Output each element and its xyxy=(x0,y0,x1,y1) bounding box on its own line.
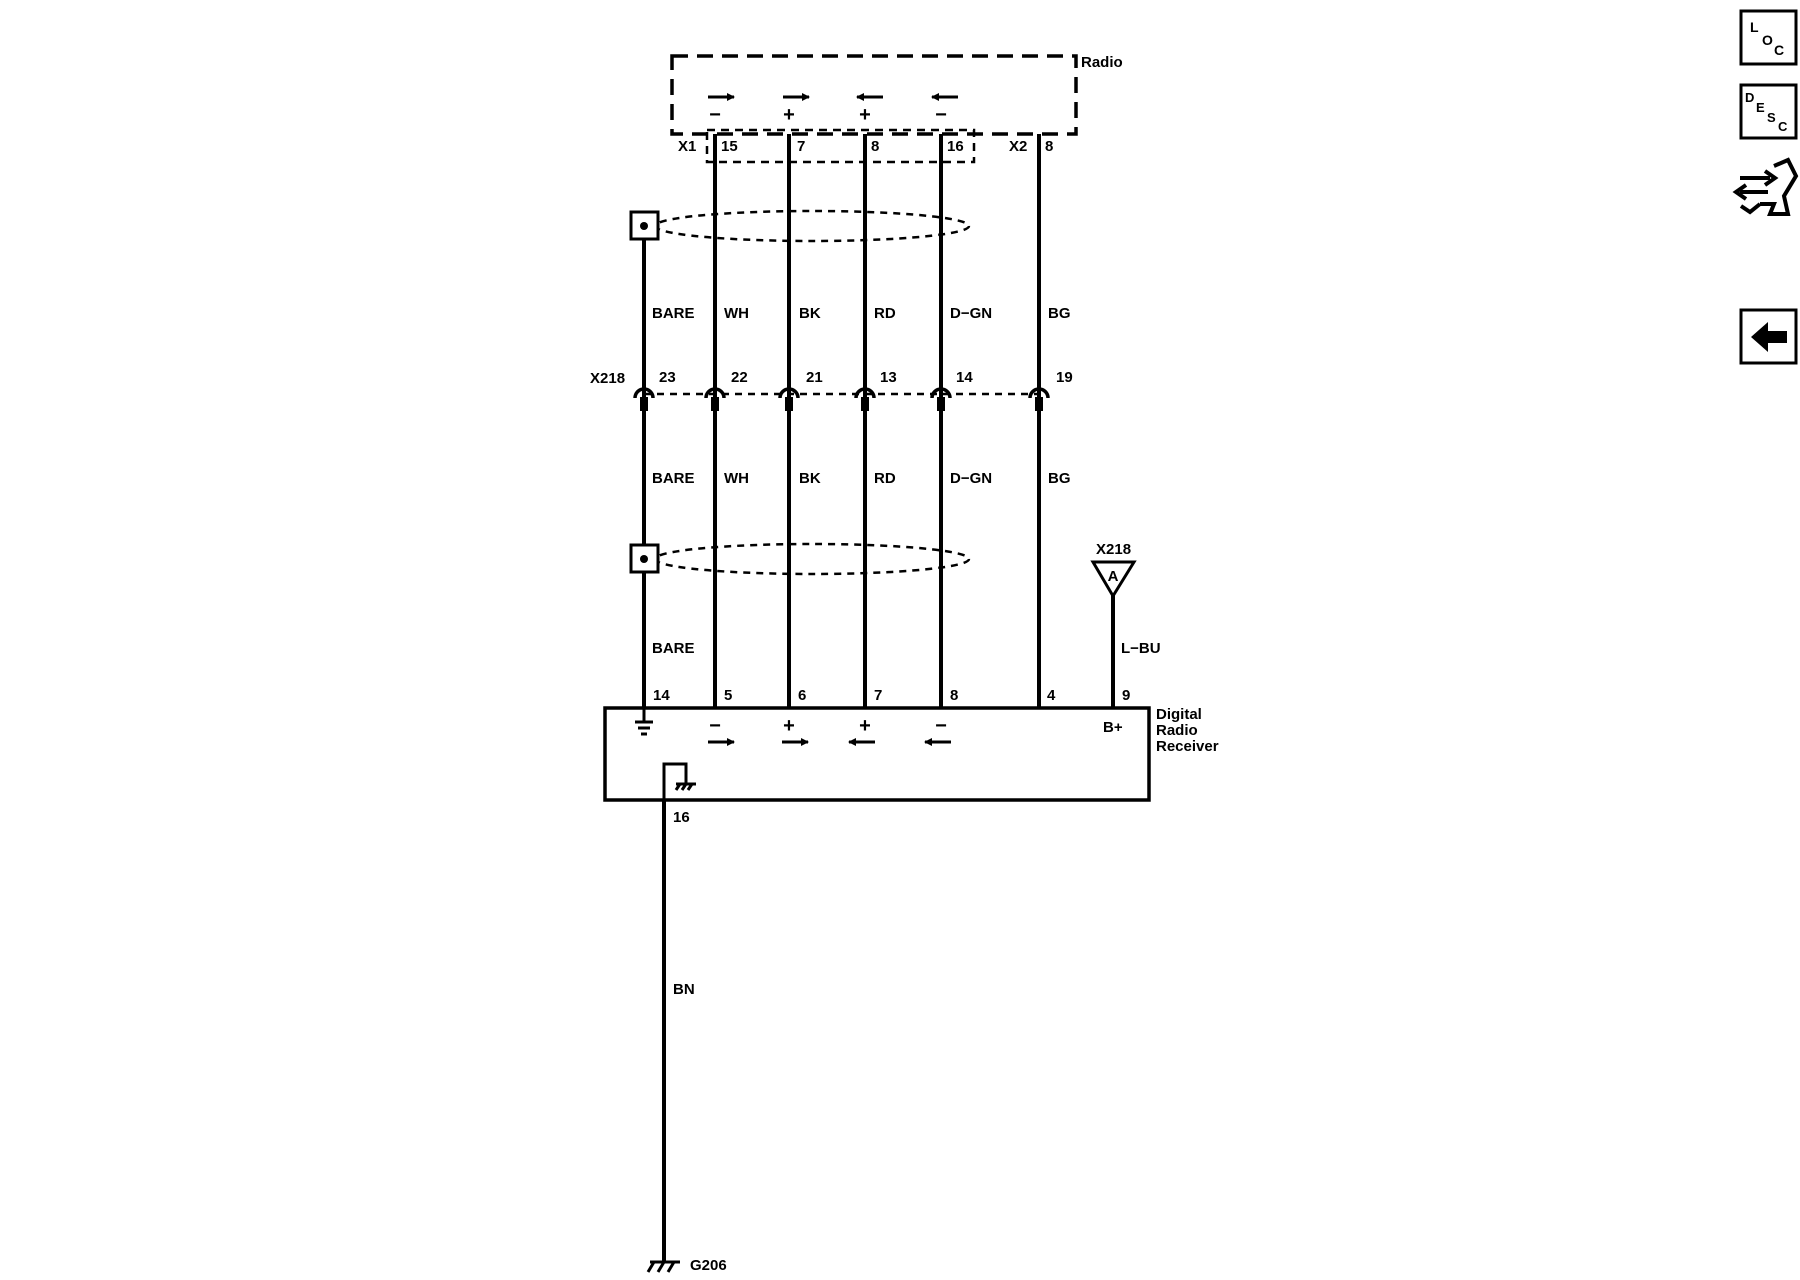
wire-color-label: BG xyxy=(1048,470,1071,487)
ground-label: G206 xyxy=(690,1257,727,1274)
antenna-letter: A xyxy=(1108,568,1119,585)
polarity-sign: + xyxy=(783,104,795,126)
antenna-icon xyxy=(1090,560,1137,599)
receiver-pin: 5 xyxy=(724,687,732,704)
wire-color-label: D−GN xyxy=(950,305,992,322)
wire-color-label: RD xyxy=(874,470,896,487)
connector-label: X218 xyxy=(590,370,625,387)
wire-color-label: BARE xyxy=(652,470,695,487)
x1-connector-outline xyxy=(705,128,976,164)
female-terminal xyxy=(1028,387,1050,399)
male-terminal xyxy=(861,397,869,411)
radio-pin: 8 xyxy=(871,138,879,155)
wire-color-label: BARE xyxy=(652,305,695,322)
ground-icon xyxy=(646,1260,680,1273)
receiver-pin: 8 xyxy=(950,687,958,704)
lower-wire-labels: BARE WH BK RD D−GN BG xyxy=(652,470,1071,487)
male-terminal xyxy=(711,397,719,411)
polarity-sign: − xyxy=(709,715,721,737)
desc-letter: C xyxy=(1778,119,1788,134)
chassis-ground-icon xyxy=(662,762,696,800)
desc-letter: S xyxy=(1767,110,1776,125)
wire-color-label: BN xyxy=(673,981,695,998)
receiver-pin: 7 xyxy=(874,687,882,704)
connector-pin: 22 xyxy=(731,369,748,386)
male-terminal xyxy=(1035,397,1043,411)
wire-color-label: D−GN xyxy=(950,470,992,487)
male-terminal xyxy=(937,397,945,411)
wire-color-label: BK xyxy=(799,305,821,322)
lower-shield xyxy=(629,542,971,576)
radio-label: Radio xyxy=(1081,54,1123,71)
upper-wire-labels: BARE WH BK RD D−GN BG xyxy=(652,305,1071,322)
x1-label: X1 xyxy=(678,138,696,155)
back-button[interactable] xyxy=(1739,308,1798,365)
receiver-name-line1: Digital xyxy=(1156,706,1202,723)
antenna: X218 A L−BU xyxy=(1090,541,1161,657)
receiver-pin: 6 xyxy=(798,687,806,704)
polarity-sign: − xyxy=(935,715,947,737)
loc-button[interactable]: L O C xyxy=(1739,9,1798,66)
digital-radio-receiver: 14 5 6 7 8 4 9 − + + − B+ 16 xyxy=(603,687,1219,826)
shield-bottom-label: BARE xyxy=(652,640,695,657)
polarity-sign: − xyxy=(935,104,947,126)
wire-color-label: L−BU xyxy=(1121,640,1161,657)
wire-color-label: BG xyxy=(1048,305,1071,322)
repair-info-icon[interactable] xyxy=(1732,155,1799,221)
x218-connector: X218 23 22 21 13 14 19 xyxy=(590,369,1073,411)
female-terminal xyxy=(854,387,876,399)
female-terminal xyxy=(704,387,726,399)
connector-pin: 19 xyxy=(1056,369,1073,386)
radio-pin: 15 xyxy=(721,138,738,155)
ground-g206: BN G206 xyxy=(646,981,727,1274)
upper-shield xyxy=(629,209,971,243)
desc-button[interactable]: D E S C xyxy=(1739,83,1798,140)
connector-pin: 13 xyxy=(880,369,897,386)
radio-pin: 7 xyxy=(797,138,805,155)
male-terminal xyxy=(785,397,793,411)
receiver-pin: 9 xyxy=(1122,687,1130,704)
wire-color-label: WH xyxy=(724,470,749,487)
polarity-sign: + xyxy=(859,715,871,737)
loc-letter: C xyxy=(1774,42,1784,58)
connector-pin: 21 xyxy=(806,369,823,386)
wire-color-label: BK xyxy=(799,470,821,487)
x2-label: X2 xyxy=(1009,138,1027,155)
receiver-pin: 4 xyxy=(1047,687,1056,704)
wire-color-label: WH xyxy=(724,305,749,322)
loc-letter: O xyxy=(1762,32,1773,48)
polarity-sign: − xyxy=(709,104,721,126)
receiver-name-line2: Radio xyxy=(1156,722,1198,739)
desc-letter: E xyxy=(1756,100,1765,115)
polarity-sign: + xyxy=(783,715,795,737)
bplus-label: B+ xyxy=(1103,719,1123,736)
radio-module: Radio − + + − X1 15 7 8 16 X2 8 xyxy=(670,54,1123,164)
receiver-pin: 14 xyxy=(653,687,670,704)
connector-pin: 23 xyxy=(659,369,676,386)
female-terminal xyxy=(778,387,800,399)
receiver-name-line3: Receiver xyxy=(1156,738,1219,755)
male-terminal xyxy=(640,397,648,411)
connector-pin: 14 xyxy=(956,369,973,386)
ground-icon xyxy=(635,708,653,736)
antenna-connector-label: X218 xyxy=(1096,541,1131,558)
wire-color-label: RD xyxy=(874,305,896,322)
female-terminal xyxy=(930,387,952,399)
ground-pin: 16 xyxy=(673,809,690,826)
desc-letter: D xyxy=(1745,90,1754,105)
polarity-sign: + xyxy=(859,104,871,126)
wires xyxy=(642,134,1115,1262)
back-arrow-icon xyxy=(1751,322,1787,352)
x2-pin: 8 xyxy=(1045,138,1053,155)
radio-pin: 16 xyxy=(947,138,964,155)
female-terminal xyxy=(633,387,655,399)
loc-letter: L xyxy=(1750,19,1759,35)
